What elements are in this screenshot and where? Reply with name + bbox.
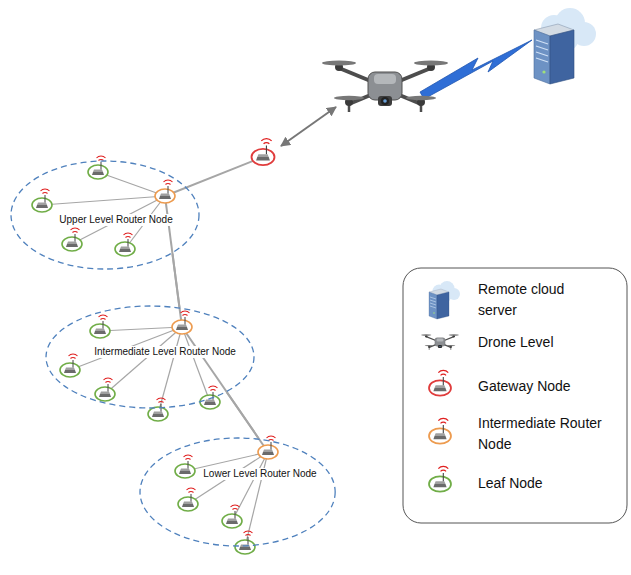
dashed-ellipse [140,438,335,546]
backbone-link [172,254,179,307]
cluster-label-group: Lower Level Router Node [201,468,318,480]
cluster-region: Lower Level Router Node [139,437,336,547]
drone-icon [322,61,448,113]
legend-label: Remote cloud server [478,281,564,318]
legend-label: Intermediate Router Node [478,415,602,452]
cluster-label: Intermediate Level Router Node [92,346,238,358]
legend-label: Gateway Node [478,378,571,394]
cluster-label-group: Intermediate Level Router Node [92,346,238,358]
cluster-label: Lower Level Router Node [201,468,318,480]
cluster-region: Intermediate Level Router Node [45,305,255,409]
leaf-wires [42,172,268,547]
wireless-link-bolt [420,40,532,99]
dashed-ellipse [11,161,199,269]
legend-label: Leaf Node [478,475,543,491]
leaf-node-icons [32,156,255,554]
cluster-region: Upper Level Router Node [10,160,200,270]
cluster-label: Upper Level Router Node [57,214,174,226]
legend-entry: Remote cloud server [478,279,598,321]
cluster-outline [139,437,336,547]
legend-entry: Gateway Node [478,376,618,397]
legend-entry: Leaf Node [478,473,618,494]
cluster-label-group: Upper Level Router Node [57,214,174,226]
legend-entry: Drone Level [478,332,618,353]
gateway-drone-arrow [281,107,336,146]
gateway-node-icon [252,139,275,165]
dashed-ellipse [46,306,254,408]
legend-frame [403,268,627,523]
cloud-server-icon [534,8,596,84]
backbone-link [227,392,259,438]
legend-entry: Intermediate Router Node [478,413,618,455]
legend-icons [421,281,460,492]
backbone-wires [165,157,268,452]
legend-label: Drone Level [478,334,554,350]
